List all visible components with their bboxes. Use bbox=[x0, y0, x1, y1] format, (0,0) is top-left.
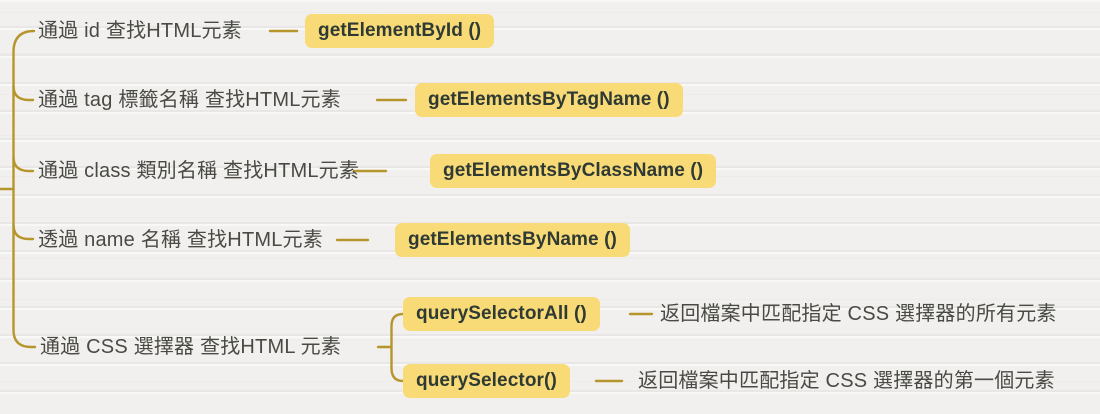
fork-bracket bbox=[390, 312, 405, 383]
trunk-line bbox=[12, 29, 37, 349]
branch-label-class[interactable]: 通過 class 類別名稱 查找HTML元素 bbox=[38, 160, 360, 182]
method-node-queryselector[interactable]: querySelector() bbox=[403, 364, 570, 398]
branch-label-id[interactable]: 通過 id 查找HTML元素 bbox=[38, 20, 242, 42]
branch-curve-tag bbox=[12, 84, 35, 102]
branch-label-css[interactable]: 通過 CSS 選擇器 查找HTML 元素 bbox=[40, 336, 342, 358]
method-node-getelementbyid[interactable]: getElementById () bbox=[305, 14, 495, 48]
method-node-queryselectorall[interactable]: querySelectorAll () bbox=[403, 297, 600, 331]
method-node-getelementsbytagname[interactable]: getElementsByTagName () bbox=[415, 83, 683, 117]
method-node-getelementsbyclassname[interactable]: getElementsByClassName () bbox=[430, 154, 717, 188]
description-queryselectorall[interactable]: 返回檔案中匹配指定 CSS 選擇器的所有元素 bbox=[660, 303, 1057, 325]
branch-label-tag[interactable]: 通過 tag 標籤名稱 查找HTML元素 bbox=[38, 89, 341, 111]
method-node-getelementsbyname[interactable]: getElementsByName () bbox=[395, 223, 630, 257]
branch-curve-class bbox=[12, 155, 35, 173]
branch-label-name[interactable]: 透過 name 名稱 查找HTML元素 bbox=[38, 229, 323, 251]
description-queryselector[interactable]: 返回檔案中匹配指定 CSS 選擇器的第一個元素 bbox=[638, 370, 1055, 392]
branch-curve-name bbox=[12, 223, 35, 241]
